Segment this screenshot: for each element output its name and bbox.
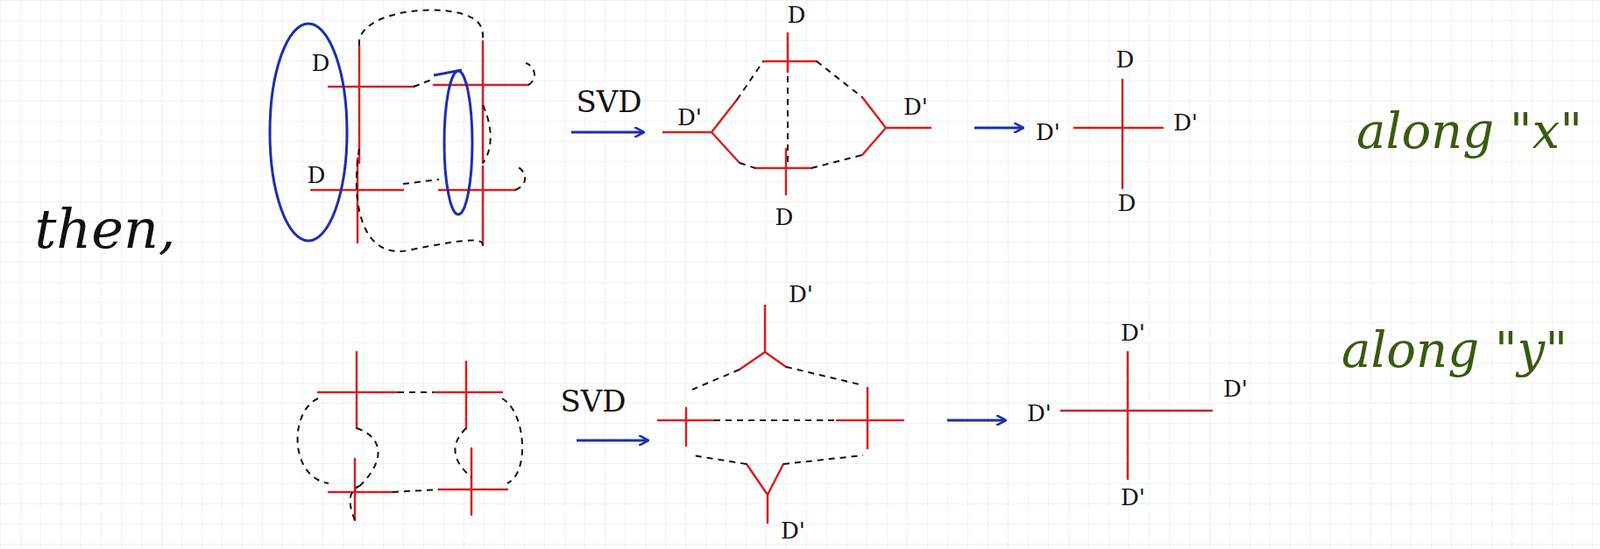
bond-dimension: D' [903,95,928,119]
bond-dimension: D' [1223,377,1248,401]
bond-dimension: D' [1026,402,1052,425]
bond-dimension: D' [780,519,806,543]
bond-dimension: D [1116,48,1135,71]
bond-dimension: D [787,3,807,27]
direction-note: along "x" [1356,106,1583,156]
bond-dimension: D [1118,191,1137,215]
direction-note: along "y" [1341,325,1568,376]
bond-dimension: D [311,51,331,75]
bond-dimension: D' [1120,486,1146,510]
bond-dimension: D' [1035,120,1061,144]
bond-dimension: D [307,163,326,187]
bond-dimension: D' [1173,111,1198,135]
bond-dimension: D [775,205,794,229]
bond-dimension: D' [1120,321,1146,345]
operation-label: SVD [575,86,642,117]
note-text: then, [34,202,176,257]
bond-dimension: D' [677,106,702,129]
operation-label: SVD [559,386,626,417]
bond-dimension: D' [788,283,814,306]
